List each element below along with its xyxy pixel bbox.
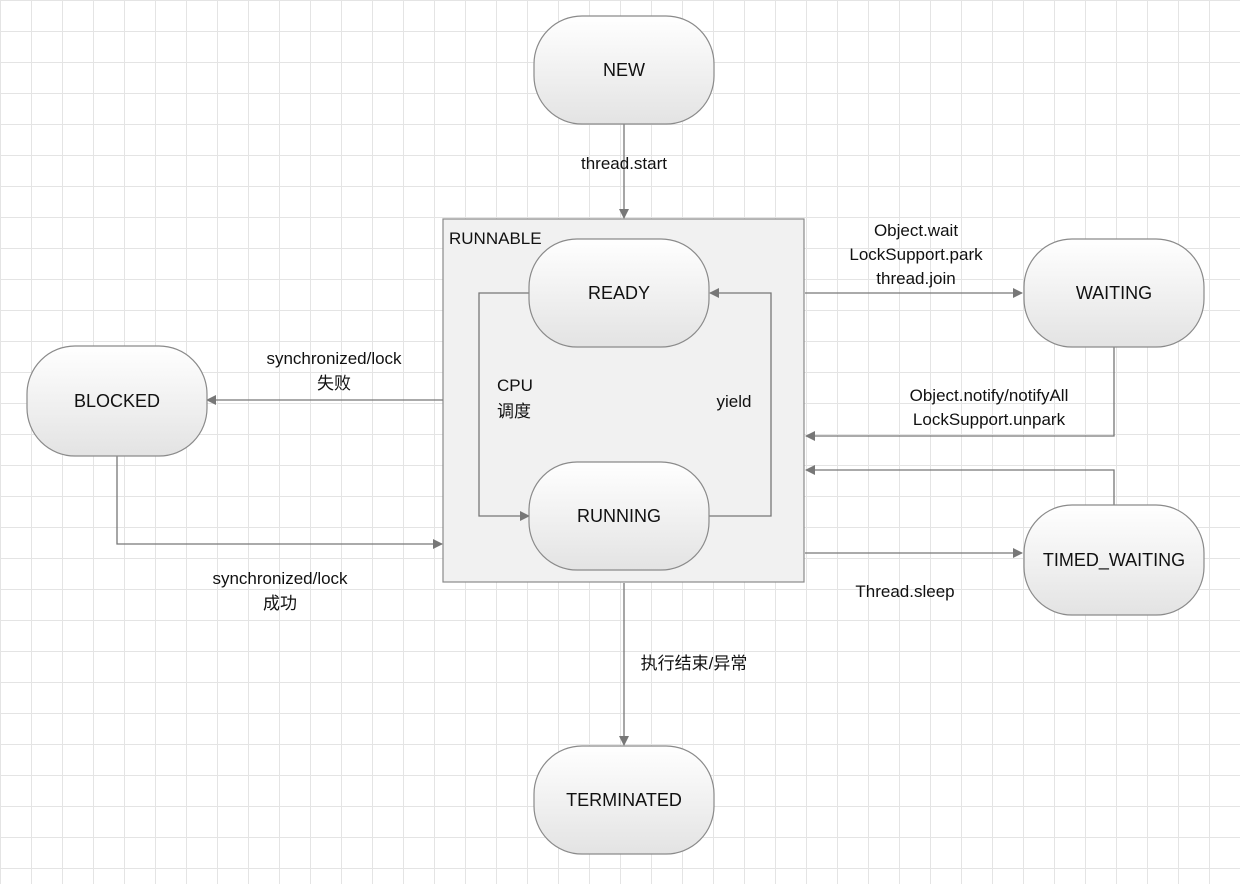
label-from-blocked-2: 成功 <box>263 594 297 613</box>
state-timed-waiting: TIMED_WAITING <box>1023 504 1205 616</box>
runnable-label: RUNNABLE <box>449 229 542 248</box>
edge-from-waiting <box>805 347 1115 441</box>
label-to-waiting-1: Object.wait <box>874 221 958 240</box>
state-ready: READY <box>528 238 710 348</box>
state-timed-waiting-label: TIMED_WAITING <box>1043 550 1185 571</box>
state-blocked: BLOCKED <box>26 345 208 457</box>
label-to-blocked-1: synchronized/lock <box>266 349 402 368</box>
label-from-blocked-1: synchronized/lock <box>212 569 348 588</box>
label-from-waiting-1: Object.notify/notifyAll <box>910 386 1069 405</box>
label-terminate: 执行结束/异常 <box>641 654 748 673</box>
label-thread-sleep: Thread.sleep <box>855 582 954 601</box>
state-terminated-label: TERMINATED <box>566 790 682 810</box>
state-terminated: TERMINATED <box>533 745 715 855</box>
state-waiting-label: WAITING <box>1076 283 1152 303</box>
edge-yield <box>709 288 772 517</box>
label-yield: yield <box>717 392 752 411</box>
edge-cpu-schedule <box>478 292 530 521</box>
label-to-waiting-2: LockSupport.park <box>849 245 983 264</box>
state-new-label: NEW <box>603 60 645 80</box>
state-new: NEW <box>533 15 715 125</box>
label-from-waiting-2: LockSupport.unpark <box>913 410 1066 429</box>
state-running: RUNNING <box>528 461 710 571</box>
label-to-waiting-3: thread.join <box>876 269 955 288</box>
label-to-blocked-2: 失败 <box>317 374 351 393</box>
state-waiting: WAITING <box>1023 238 1205 348</box>
label-thread-start: thread.start <box>581 154 667 173</box>
state-running-label: RUNNING <box>577 506 661 526</box>
edge-from-timed-waiting <box>805 465 1115 505</box>
state-blocked-label: BLOCKED <box>74 391 160 411</box>
edge-from-blocked <box>116 456 443 549</box>
label-cpu-schedule-1: CPU <box>497 376 533 395</box>
label-cpu-schedule-2: 调度 <box>497 402 531 421</box>
state-ready-label: READY <box>588 283 650 303</box>
